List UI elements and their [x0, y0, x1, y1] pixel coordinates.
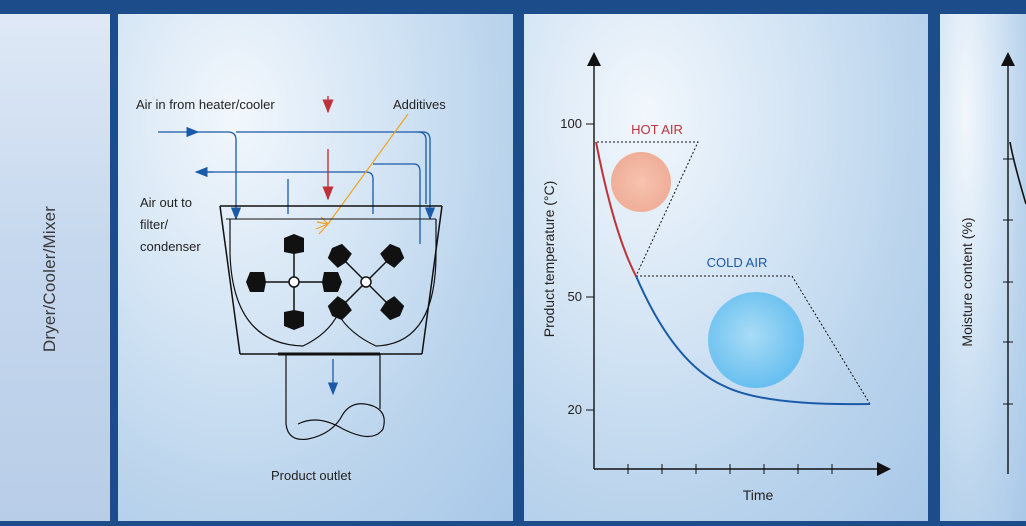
hot-air-circle	[611, 152, 671, 212]
air-in-label: Air in from heater/cooler	[136, 97, 275, 112]
top-bar	[0, 0, 1026, 14]
air-out-label-3: condenser	[140, 239, 201, 254]
cold-air-circle	[708, 292, 804, 388]
y-axis-label: Product temperature (°C)	[541, 181, 557, 338]
bottom-bar	[0, 521, 1026, 526]
product-outlet	[285, 354, 385, 441]
cold-air-label: COLD AIR	[707, 255, 768, 270]
x-axis-label: Time	[743, 487, 774, 503]
product-outlet-label: Product outlet	[271, 468, 352, 483]
left-strip: Dryer/Cooler/Mixer	[0, 14, 110, 526]
mixer-diagram-panel: Air in from heater/cooler Additives Air …	[118, 14, 513, 523]
moisture-y-ticks	[1003, 158, 1013, 405]
x-ticks	[627, 464, 833, 474]
hot-air-label: HOT AIR	[631, 122, 683, 137]
air-in-flow	[158, 126, 436, 221]
cold-curve	[635, 275, 871, 406]
hot-curve	[595, 141, 637, 277]
mixer-diagram: Air in from heater/cooler Additives Air …	[136, 96, 446, 483]
y-label-20: 20	[568, 402, 582, 417]
left-paddle	[246, 234, 342, 330]
y-label-100: 100	[560, 116, 582, 131]
moisture-chart: Moisture content (%)	[959, 52, 1026, 474]
air-out-label-1: Air out to	[140, 195, 192, 210]
cold-air-guide	[636, 275, 871, 405]
temperature-chart-panel: 100 50 20 Time Product temperature (°C) …	[524, 14, 928, 523]
right-paddle	[327, 243, 405, 321]
temperature-chart: 100 50 20 Time Product temperature (°C) …	[541, 52, 891, 503]
air-out-label-2: filter/	[140, 217, 169, 232]
divider-2	[513, 14, 524, 526]
moisture-curve	[1009, 141, 1026, 205]
additives-label: Additives	[393, 97, 446, 112]
divider-3	[928, 14, 940, 526]
divider-1	[110, 14, 118, 526]
y-label-50: 50	[568, 289, 582, 304]
moisture-chart-panel: Moisture content (%)	[940, 14, 1026, 523]
moisture-y-axis-label: Moisture content (%)	[959, 217, 975, 346]
hot-air-guide	[597, 141, 699, 277]
sidebar-title: Dryer/Cooler/Mixer	[40, 205, 59, 353]
